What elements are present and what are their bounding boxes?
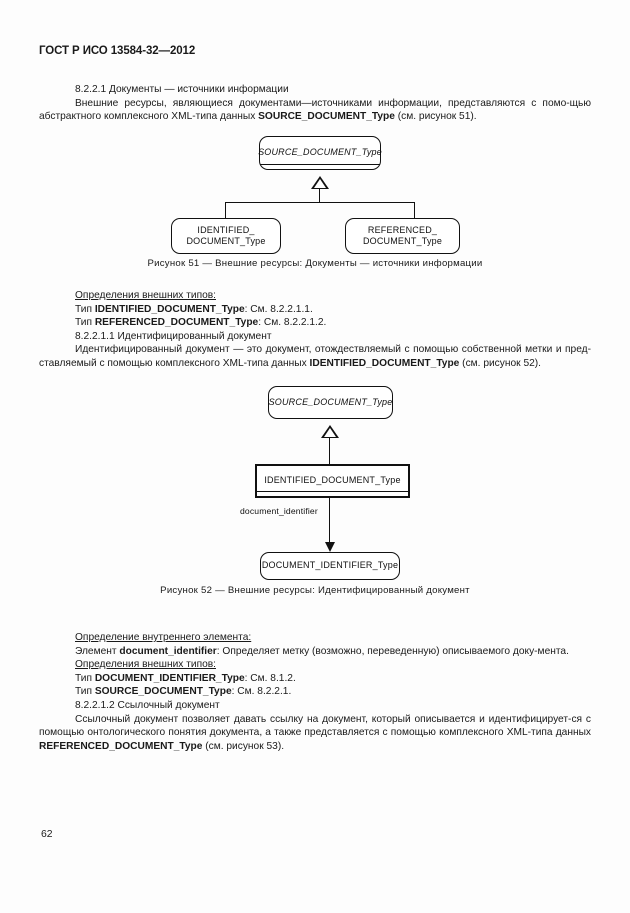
heading-underlined-text: Определения внешних типов:: [75, 659, 216, 671]
association-arrowhead: [325, 542, 335, 552]
figure-51: SOURCE_DOCUMENT_Type IDENTIFIED_ DOCUMEN…: [0, 136, 630, 272]
compartment-divider: [257, 491, 408, 492]
paragraph-text-part-2: (см. рисунок 51).: [394, 111, 477, 123]
definition-prefix: Тип: [75, 317, 95, 329]
external-definition-item-2: Тип REFERENCED_DOCUMENT_Type: См. 8.2.2.…: [39, 316, 591, 330]
section-82211-heading: 8.2.2.1.1 Идентифицированный документ: [75, 330, 272, 342]
internal-definition-item: Элемент document_identifier: Определяет …: [39, 645, 591, 659]
section-8221-heading: 8.2.2.1 Документы — источники информации: [75, 84, 289, 95]
figure-52-caption: Рисунок 52 — Внешние ресурсы: Идентифици…: [160, 585, 470, 596]
definition-description: : Определяет метку (возможно, переведенн…: [216, 645, 569, 657]
figure-52: SOURCE_DOCUMENT_Type IDENTIFIED_DOCUMENT…: [0, 386, 630, 598]
figure-52-target-box: DOCUMENT_IDENTIFIER_Type: [260, 552, 400, 580]
definition-type-name: IDENTIFIED_DOCUMENT_Type: [94, 303, 245, 315]
document-header: ГОСТ Р ИСО 13584-32—2012: [39, 45, 196, 57]
paragraph-text-part-2: (см. рисунок 53).: [202, 740, 285, 752]
heading-underlined-text: Определения внешних типов:: [75, 290, 216, 301]
association-line: [329, 498, 330, 544]
external-definitions-block-1: Определения внешних типов: Тип IDENTIFIE…: [39, 289, 591, 371]
compartment-divider: [260, 164, 380, 165]
internal-definition-block: Определение внутреннего элемента: Элемен…: [39, 631, 591, 753]
section-8221-paragraph: Внешние ресурсы, являющиеся документами—…: [39, 97, 591, 124]
definition-reference: : См. 8.2.2.1.: [231, 686, 292, 698]
definition-reference: : См. 8.2.2.1.1.: [244, 303, 313, 315]
definition-type-name: REFERENCED_DOCUMENT_Type: [94, 317, 259, 329]
external-definitions-heading-2: Определения внешних типов:: [39, 658, 591, 672]
figure-52-supertype-label: SOURCE_DOCUMENT_Type: [268, 396, 393, 407]
definition-prefix: Тип: [75, 672, 95, 684]
generalization-stem: [329, 437, 330, 464]
definition-prefix: Тип: [75, 303, 95, 315]
figure-51-supertype-label: SOURCE_DOCUMENT_Type: [258, 147, 382, 158]
definition-reference: : См. 8.1.2.: [244, 672, 296, 684]
definition-type-name: DOCUMENT_IDENTIFIER_Type: [94, 672, 245, 684]
section-82212-heading: 8.2.2.1.2 Ссылочный документ: [75, 699, 220, 711]
figure-51-canvas: SOURCE_DOCUMENT_Type IDENTIFIED_ DOCUMEN…: [0, 136, 630, 272]
section-82212-paragraph: Ссылочный документ позволяет давать ссыл…: [39, 713, 591, 754]
section-82211-paragraph: Идентифицированный документ — это докуме…: [39, 343, 591, 370]
heading-underlined-text: Определение внутреннего элемента:: [75, 632, 252, 643]
section-8221-block: 8.2.2.1 Документы — источники информации…: [39, 83, 591, 124]
definition-prefix: Элемент: [75, 645, 120, 657]
paragraph-text-part-1: Идентифицированный документ — это докуме…: [39, 344, 591, 369]
paragraph-text-part-1: Внешние ресурсы, являющиеся документами—…: [39, 97, 591, 123]
figure-51-caption: Рисунок 51 — Внешние ресурсы: Документы …: [147, 258, 483, 269]
figure-51-subtype-referenced-line2: DOCUMENT_Type: [362, 236, 443, 246]
element-name-document-identifier: document_identifier: [119, 645, 217, 657]
generalization-triangle: [321, 425, 339, 438]
external-definition-item-1: Тип IDENTIFIED_DOCUMENT_Type: См. 8.2.2.…: [39, 303, 591, 317]
definition-prefix: Тип: [75, 686, 95, 698]
figure-52-supertype-box: SOURCE_DOCUMENT_Type: [268, 386, 393, 419]
generalization-triangle: [311, 176, 329, 189]
figure-52-association-label: document_identifier: [240, 506, 318, 516]
paragraph-text-part-2: (см. рисунок 52).: [459, 357, 542, 369]
figure-51-subtype-referenced-box: REFERENCED_ DOCUMENT_Type: [345, 218, 460, 254]
figure-52-target-label: DOCUMENT_IDENTIFIER_Type: [261, 560, 399, 571]
figure-52-canvas: SOURCE_DOCUMENT_Type IDENTIFIED_DOCUMENT…: [0, 386, 630, 598]
type-name-referenced-document: REFERENCED_DOCUMENT_Type: [39, 740, 203, 752]
external-definition-item-3: Тип DOCUMENT_IDENTIFIER_Type: См. 8.1.2.: [39, 672, 591, 686]
definition-type-name: SOURCE_DOCUMENT_Type: [94, 686, 232, 698]
generalization-branch-left: [225, 202, 226, 218]
external-definition-item-4: Тип SOURCE_DOCUMENT_Type: См. 8.2.2.1.: [39, 685, 591, 699]
figure-52-maintype-label: IDENTIFIED_DOCUMENT_Type: [264, 475, 401, 486]
type-name-identified-document: IDENTIFIED_DOCUMENT_Type: [309, 357, 460, 369]
internal-definition-heading: Определение внутреннего элемента:: [39, 631, 591, 645]
type-name-source-document: SOURCE_DOCUMENT_Type: [258, 111, 395, 123]
paragraph-text-part-1: Ссылочный документ позволяет давать ссыл…: [39, 713, 591, 739]
figure-51-subtype-identified-line1: IDENTIFIED_: [197, 224, 255, 235]
figure-51-subtype-identified-line2: DOCUMENT_Type: [186, 236, 266, 246]
external-definitions-heading-1: Определения внешних типов:: [39, 289, 591, 303]
page-number: 62: [41, 829, 53, 840]
generalization-stem: [319, 188, 320, 202]
generalization-branch-right: [414, 202, 415, 218]
figure-51-supertype-box: SOURCE_DOCUMENT_Type: [258, 136, 382, 170]
definition-reference: : См. 8.2.2.1.2.: [258, 317, 327, 329]
figure-51-subtype-referenced-line1: REFERENCED_: [367, 224, 438, 235]
figure-51-subtype-identified-box: IDENTIFIED_ DOCUMENT_Type: [171, 218, 281, 254]
generalization-crossbar: [225, 202, 415, 203]
figure-52-maintype-box: IDENTIFIED_DOCUMENT_Type: [255, 464, 410, 498]
